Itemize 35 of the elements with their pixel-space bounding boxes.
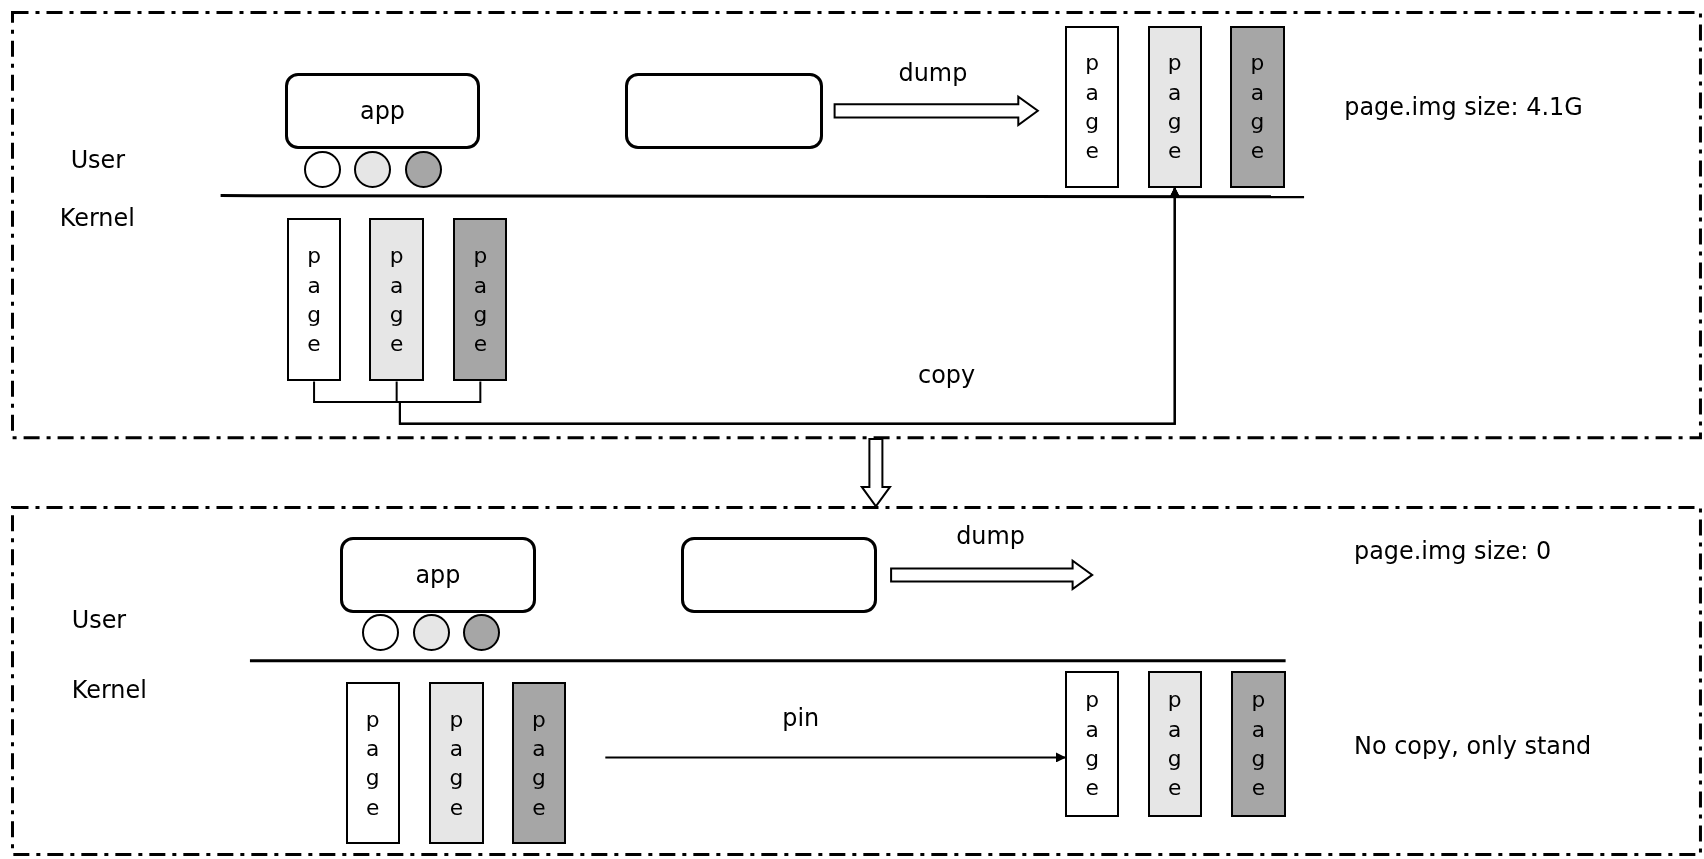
text-label: Kernel: [59, 204, 135, 233]
memory-page: page: [345, 682, 400, 845]
memory-page: page: [1065, 26, 1120, 188]
memory-page: page: [286, 218, 342, 382]
circle-token: [304, 151, 342, 188]
memory-page: page: [1230, 26, 1285, 188]
memory-page: page: [429, 682, 484, 845]
memory-page: page: [1147, 26, 1202, 188]
memory-page: page: [1231, 670, 1286, 818]
circle-token: [462, 614, 500, 651]
memory-page: page: [369, 218, 424, 382]
memory-page: page: [453, 218, 508, 382]
hollow-arrow: [890, 558, 1094, 591]
hollow-arrow: [833, 94, 1040, 127]
hollow-arrow: [859, 438, 892, 509]
text-label: page.img size: 0: [1354, 536, 1552, 565]
circle-token: [405, 151, 443, 188]
text-label: Kernel: [71, 675, 147, 704]
memory-page: page: [511, 682, 567, 845]
text-label: User: [70, 145, 126, 174]
dash-dot-panel: [10, 506, 1702, 857]
process-box: app: [340, 536, 536, 613]
process-box: [624, 72, 823, 149]
circle-token: [412, 614, 450, 651]
dash-dot-panel: [10, 10, 1702, 440]
arrow: [604, 752, 1066, 763]
memory-page: page: [1065, 670, 1120, 818]
memory-page: page: [1147, 670, 1202, 818]
text-label: page.img size: 4.1G: [1344, 93, 1583, 122]
circle-token: [361, 614, 399, 651]
text-label: No copy, only stand: [1354, 732, 1592, 761]
text-label: User: [71, 606, 127, 635]
process-box: app: [284, 72, 481, 149]
circle-token: [354, 151, 392, 188]
process-box: [681, 536, 877, 613]
